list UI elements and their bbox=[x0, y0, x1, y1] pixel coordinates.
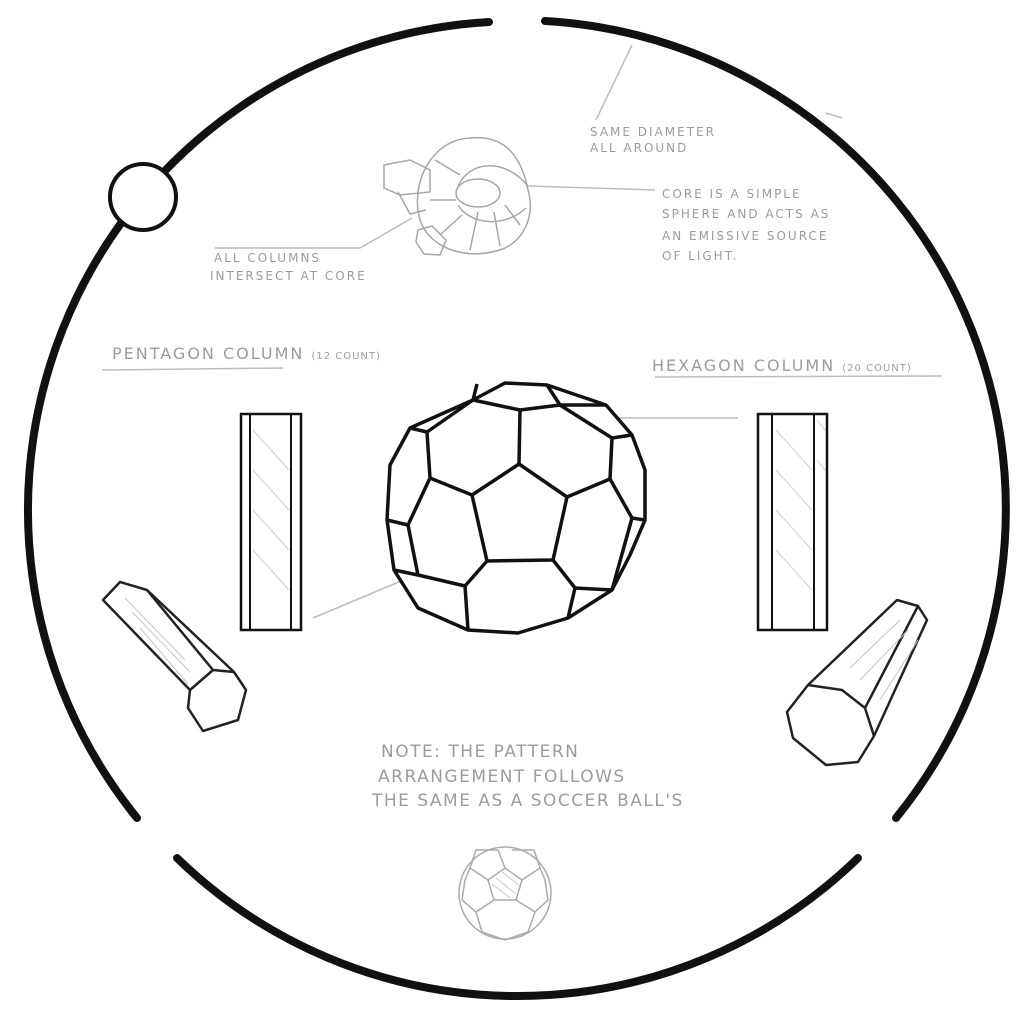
hexagon-column-title: Hexagon column bbox=[652, 356, 835, 375]
label-core-3: an emissive source bbox=[662, 230, 828, 242]
note-line-3: the same as a soccer ball's bbox=[372, 793, 684, 810]
soccer-ball bbox=[387, 383, 645, 633]
label-same-diameter-2: all around bbox=[590, 142, 688, 154]
label-core-1: Core is a simple bbox=[662, 188, 802, 200]
label-core-4: of light. bbox=[662, 250, 738, 262]
pentagon-prism bbox=[103, 582, 246, 731]
label-same-diameter-1: Same diameter bbox=[590, 126, 716, 138]
note-line-2: arrangement follows bbox=[378, 769, 626, 786]
hexagon-column-label: Hexagon column (20 count) bbox=[652, 358, 912, 374]
ring-marker bbox=[110, 164, 176, 230]
label-columns-2: intersect at core bbox=[210, 270, 367, 282]
note-line-1: Note: the pattern bbox=[381, 744, 579, 761]
pentagon-column-title: Pentagon column bbox=[112, 344, 304, 363]
core-sketch bbox=[384, 138, 530, 255]
label-columns-1: All columns bbox=[214, 252, 321, 264]
hexagon-column bbox=[758, 414, 827, 630]
pentagon-column bbox=[241, 414, 301, 630]
pattern-sketch bbox=[459, 847, 551, 940]
label-core-2: sphere and acts as bbox=[662, 208, 830, 220]
pentagon-column-label: Pentagon column (12 count) bbox=[112, 346, 381, 362]
hexagon-column-count: (20 count) bbox=[842, 363, 911, 374]
pentagon-column-count: (12 count) bbox=[311, 351, 380, 362]
